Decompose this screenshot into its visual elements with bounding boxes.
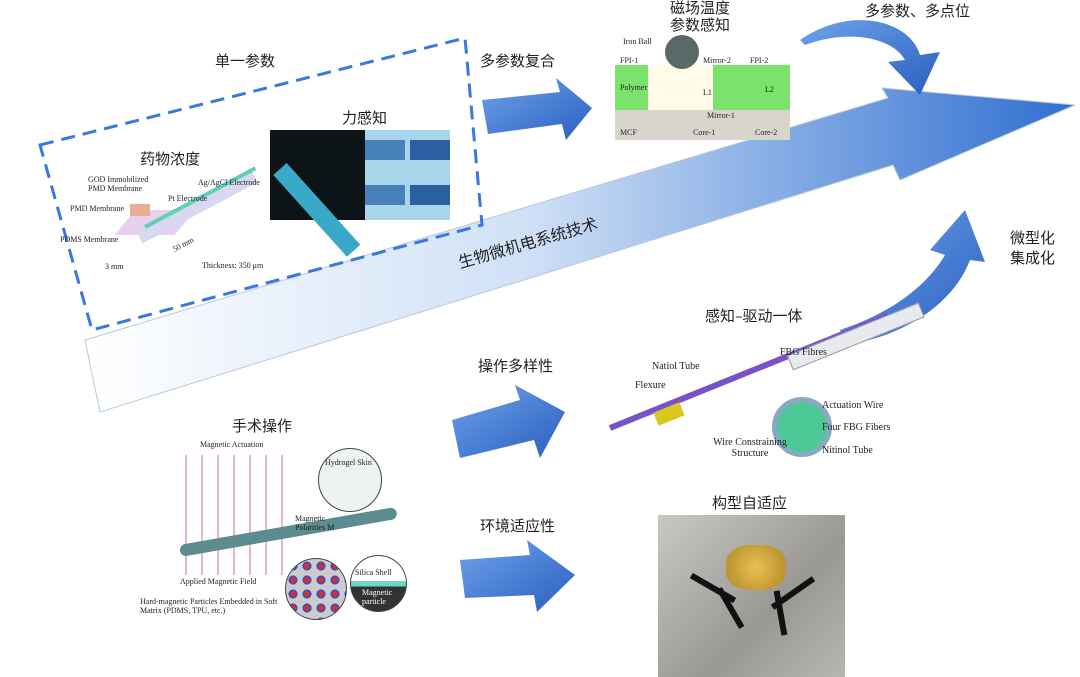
force-sensing-micrograph <box>270 130 450 257</box>
crab-robot-photo <box>658 515 845 677</box>
drug-label: PDMS Membrane <box>60 235 119 244</box>
label-operation-diversity: 操作多样性 <box>478 357 554 375</box>
label-surgery: 手术操作 <box>232 417 293 435</box>
drug-label: Thickness: 350 μm <box>202 261 264 270</box>
main-technology-arrow <box>84 87 1076 413</box>
catheter-label: Natiol Tube <box>652 361 700 372</box>
surgery-label: Silica Shell <box>355 568 392 577</box>
catheter-label: Actuation Wire <box>822 400 884 411</box>
drug-sensor-figure: GOD Immobilized PMD Membrane Pt Electrod… <box>60 166 270 271</box>
catheter-label: FBG Fibres <box>780 347 827 358</box>
label-multi-param-composite: 多参数复合 <box>480 52 556 70</box>
label-multi-point: 多参数、多点位 <box>865 2 971 20</box>
catheter-figure: FBG Fibres Natiol Tube Flexure Actuation… <box>600 302 930 470</box>
drug-label: Ag/AgCl Electrode <box>198 178 260 187</box>
catheter-label: Nitinol Tube <box>822 445 873 456</box>
magnetic-surgery-figure: Magnetic Actuation Hydrogel Skin Magneti… <box>140 440 410 625</box>
mag-label: MCF <box>620 128 637 137</box>
drug-label: PMD Membrane <box>70 204 124 213</box>
surgery-label: Magnetic Actuation <box>200 440 264 449</box>
catheter-label: Four FBG Fibers <box>822 422 891 433</box>
label-env-adapt: 环境适应性 <box>480 517 556 535</box>
arrow-operation <box>452 385 565 458</box>
drug-label: 3 mm <box>105 262 124 271</box>
mag-label: FPI-1 <box>620 56 639 65</box>
mag-label: Mirror-2 <box>703 56 731 65</box>
drug-label: 50 mm <box>171 235 196 254</box>
arrow-environment <box>460 540 575 612</box>
label-config-adapt: 构型自适应 <box>712 494 788 512</box>
single-param-dashed-box <box>38 36 484 332</box>
label-force-sensing: 力感知 <box>342 109 388 127</box>
magnetic-temperature-sensor-figure: Iron Ball FPI-1 Mirror-2 FPI-2 Polymer L… <box>615 35 790 140</box>
drug-label: GOD Immobilized PMD Membrane <box>88 175 149 193</box>
mag-label: L1 <box>703 88 712 97</box>
label-magnetic-temp: 磁场温度 参数感知 <box>670 0 731 34</box>
mag-label: Core-1 <box>693 128 716 137</box>
catheter-label: Wire Constraining Structure <box>713 437 787 459</box>
surgery-label: Magnetic Polarities M <box>295 514 335 532</box>
drug-label: Pt Electrode <box>168 194 208 203</box>
surgery-label: Hard-magnetic Particles Embedded in Soft… <box>140 597 278 615</box>
surgery-label: Applied Magnetic Field <box>180 577 257 586</box>
label-sense-actuate: 感知–驱动一体 <box>705 307 803 325</box>
label-single-param: 单一参数 <box>215 52 276 70</box>
mag-label: Core-2 <box>755 128 778 137</box>
catheter-label: Flexure <box>635 380 666 391</box>
curved-arrow-multi-point <box>800 20 940 96</box>
arrow-multi-param <box>482 78 592 140</box>
surgery-label: Hydrogel Skin <box>325 458 372 467</box>
mag-label: FPI-2 <box>750 56 769 65</box>
mag-label: Mirror-1 <box>707 111 735 120</box>
label-micro-integration: 微型化 集成化 <box>1010 229 1056 267</box>
mag-label: Iron Ball <box>623 37 652 46</box>
surgery-label: Magnetic particle <box>362 588 393 606</box>
mag-label: Polymer <box>620 83 648 92</box>
curved-arrow-miniaturization <box>840 210 985 345</box>
mag-label: L2 <box>765 85 774 94</box>
label-drug-concentration: 药物浓度 <box>140 150 201 168</box>
